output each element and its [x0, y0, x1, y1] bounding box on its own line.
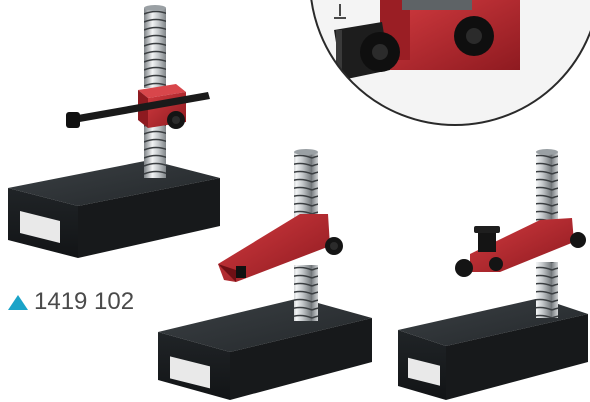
column [144, 5, 166, 178]
granite-base [8, 160, 220, 258]
stand-with-fine-adjust-arm [398, 149, 588, 400]
stand-with-horizontal-rod [8, 5, 220, 258]
knob-icon [455, 232, 586, 277]
granite-base [158, 298, 372, 400]
up-triangle-icon [8, 294, 28, 310]
knob-icon [325, 237, 343, 255]
horizontal-rod [66, 92, 210, 128]
detail-magnifier [310, 0, 590, 126]
stand-with-angled-arm [158, 149, 372, 400]
granite-base [398, 298, 588, 400]
adjust-arm [470, 218, 574, 272]
angled-arm [218, 214, 330, 282]
part-number-label: 1419 102 [8, 288, 134, 316]
knob-icon [167, 111, 185, 129]
part-number-text: 1419 102 [34, 288, 135, 315]
